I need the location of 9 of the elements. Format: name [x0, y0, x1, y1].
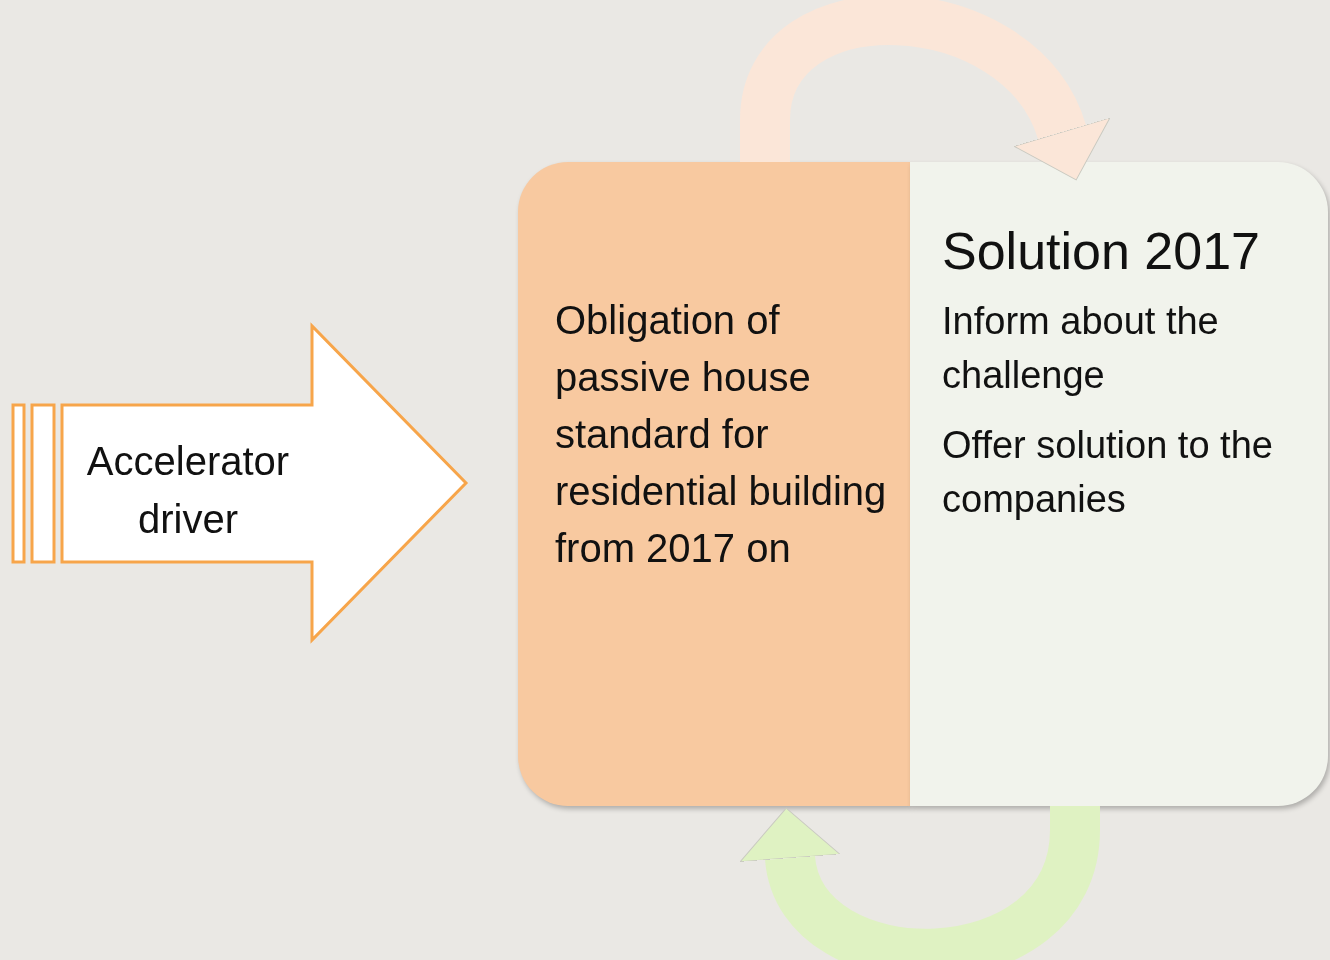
curved-arrow [741, 805, 1100, 960]
panel-heading: Solution 2017 [942, 221, 1262, 282]
curved-arrow [740, 0, 1109, 179]
solution-panel [910, 162, 1328, 806]
panel-text: Obligation of passive house standard for residential building from 2017 on [555, 297, 888, 572]
panel-text: Offer solution to the companies [942, 423, 1274, 522]
panel-text: Inform about the challenge [942, 299, 1220, 398]
obligation-panel [518, 162, 910, 806]
arrow-label: Accelerator driver [85, 438, 291, 543]
